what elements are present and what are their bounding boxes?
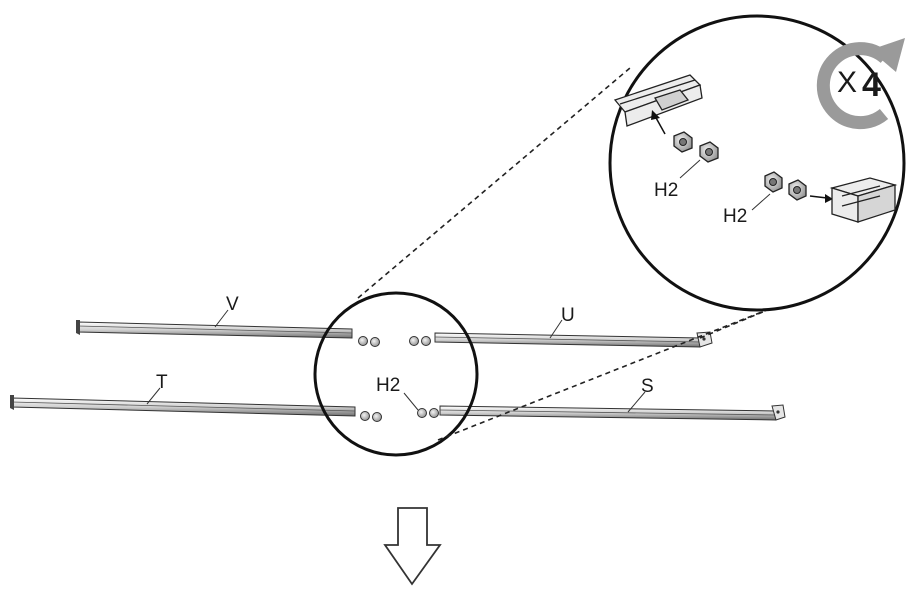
hardware-label-h2: H2: [376, 375, 400, 396]
rail-label-t: T: [156, 372, 168, 393]
zoom-circle: [608, 14, 906, 312]
rail-s: [439, 404, 786, 421]
zoom-leader-left: [679, 159, 701, 179]
insert-arrow-left: [651, 110, 666, 135]
insert-arrow-right: [809, 194, 833, 203]
zoom-detail: H2 H2 X 4: [608, 14, 906, 312]
repeat-prefix: X: [837, 66, 857, 99]
repeat-rotate-icon: [816, 38, 905, 130]
rail-t: [10, 395, 356, 417]
nuts-lower-right: [417, 408, 439, 418]
nuts-upper-left: [358, 336, 380, 347]
zoom-rail-right: [829, 177, 898, 223]
zoom-rail-left: [613, 74, 703, 127]
leader-lines: [146, 309, 646, 413]
rail-label-v: V: [226, 294, 239, 315]
nuts-upper-right: [409, 336, 431, 346]
rail-label-s: S: [641, 376, 654, 397]
rail-label-u: U: [561, 305, 575, 326]
rail-v: [76, 320, 353, 339]
zoom-hardware-label-left: H2: [654, 180, 678, 201]
detail-circle: [313, 291, 479, 457]
zoom-leader-right: [751, 193, 771, 211]
zoom-nuts-right: [764, 171, 807, 201]
repeat-count: 4: [862, 66, 881, 104]
zoom-nuts-left: [673, 131, 719, 163]
rail-u: [434, 331, 713, 348]
down-arrow-icon: [383, 507, 442, 586]
zoom-hardware-label-right: H2: [723, 206, 747, 227]
nuts-lower-left: [360, 411, 382, 422]
